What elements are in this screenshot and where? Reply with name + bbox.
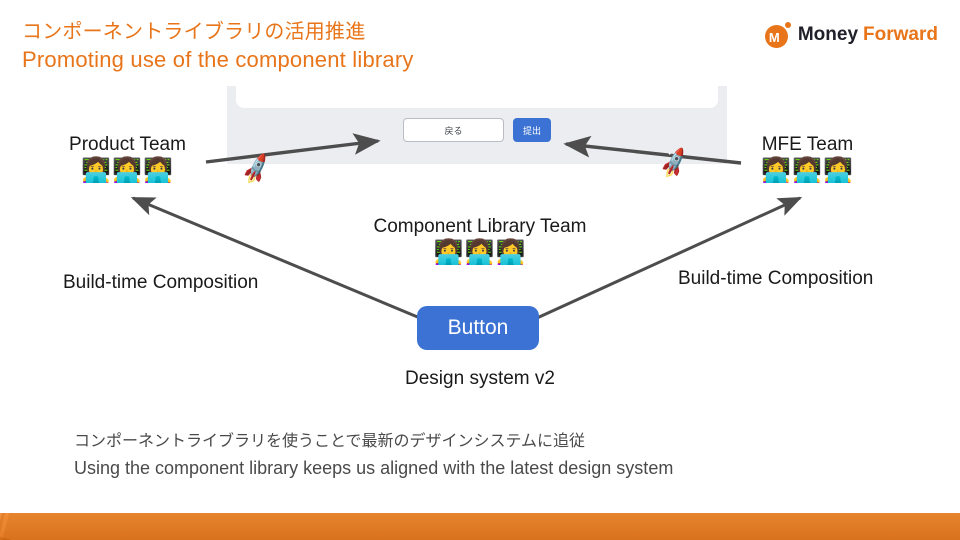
slide-caption: コンポーネントライブラリを使うことで最新のデザインシステムに追従 Using t…	[74, 430, 924, 483]
logo-dot	[784, 22, 791, 28]
brand-logo: M Money Forward	[764, 22, 938, 48]
edge-label-build-time-composition-left: Build-time Composition	[63, 272, 259, 293]
logo-glyph: M	[768, 30, 780, 45]
node-component-library-team-people-icon: 👩‍💻👩‍💻👩‍💻	[433, 239, 527, 267]
mock-form-actions: 戻る 提出	[227, 118, 727, 142]
node-product-team-label: Product Team	[69, 134, 186, 155]
node-component-library-team: Component Library Team 👩‍💻👩‍💻👩‍💻	[370, 216, 590, 265]
submit-button[interactable]: 提出	[513, 118, 551, 142]
slide-caption-en: Using the component library keeps us ali…	[74, 457, 674, 478]
node-product-team-people-icon: 👩‍💻👩‍💻👩‍💻	[81, 157, 174, 185]
button-component-chip[interactable]: Button	[417, 306, 539, 350]
back-button[interactable]: 戻る	[403, 118, 504, 142]
slide-caption-jp: コンポーネントライブラリを使うことで最新のデザインシステムに追従	[74, 433, 586, 450]
rocket-icon-left: 🚀	[238, 152, 274, 186]
logo-disc	[764, 25, 788, 48]
page-title: コンポーネントライブラリの活用推進 Promoting use of the c…	[22, 20, 414, 74]
mock-form-panel: 戻る 提出	[227, 86, 727, 164]
rocket-icon-right: 🚀	[656, 146, 692, 180]
page-title-jp: コンポーネントライブラリの活用推進	[22, 21, 366, 43]
brand-logo-text: Money Forward	[798, 24, 938, 46]
node-mfe-team: MFE Team 👩‍💻👩‍💻👩‍💻	[710, 134, 905, 183]
page-title-en: Promoting use of the component library	[22, 46, 414, 72]
node-mfe-team-label: MFE Team	[761, 134, 854, 155]
brand-word-forward: Forward	[863, 24, 938, 45]
design-system-version-label: Design system v2	[405, 368, 555, 389]
node-mfe-team-people-icon: 👩‍💻👩‍💻👩‍💻	[761, 157, 854, 185]
footer-accent-bar	[0, 513, 960, 540]
node-component-library-team-label: Component Library Team	[373, 216, 587, 237]
edge-label-build-time-composition-right: Build-time Composition	[678, 268, 874, 289]
money-forward-logo-mark-icon: M	[764, 22, 791, 48]
brand-word-money: Money	[797, 24, 859, 45]
mock-form-card	[236, 86, 718, 108]
node-product-team: Product Team 👩‍💻👩‍💻👩‍💻	[30, 134, 225, 183]
